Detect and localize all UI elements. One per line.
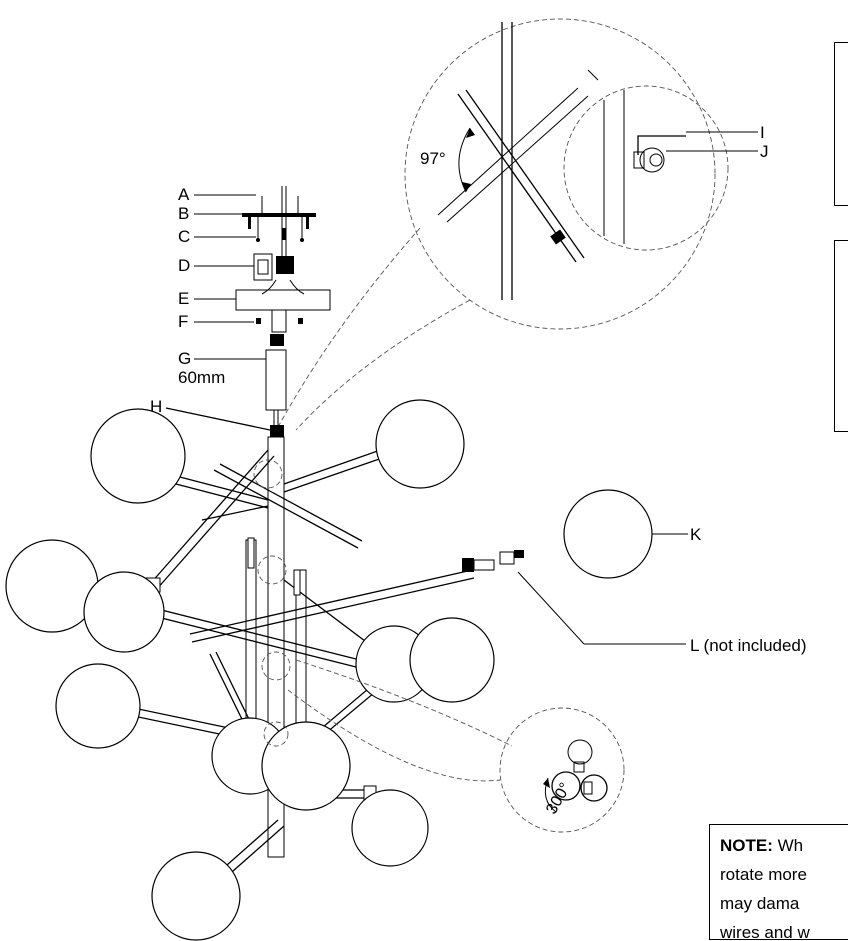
detail-angle-label: 97° <box>420 149 446 168</box>
callout-F: F <box>178 312 254 331</box>
note-line-2: rotate more <box>720 865 807 884</box>
callout-J: J <box>666 142 769 161</box>
label-D: D <box>178 256 190 275</box>
callout-G: G 60mm <box>178 349 266 387</box>
globe <box>261 721 351 811</box>
globe <box>351 789 429 867</box>
label-A: A <box>178 185 190 204</box>
callout-E: E <box>178 289 236 308</box>
label-J: J <box>760 142 769 161</box>
note-title: NOTE: <box>720 836 773 855</box>
note-line-1-text: Wh <box>777 836 804 855</box>
canopy-assembly <box>235 186 331 437</box>
note-line-1: NOTE: Wh <box>720 831 848 860</box>
globe <box>83 571 165 653</box>
globe-K <box>563 489 653 579</box>
label-B: B <box>178 204 189 223</box>
callout-A: A <box>178 185 256 204</box>
info-box-top <box>834 42 848 206</box>
note-line-3: may dama <box>720 894 800 913</box>
detail-circle-top: 97° <box>404 18 729 330</box>
label-F: F <box>178 312 188 331</box>
label-G: G <box>178 349 191 368</box>
callout-B: B <box>178 204 242 223</box>
globe <box>151 851 241 941</box>
label-E: E <box>178 289 189 308</box>
globes <box>5 399 495 941</box>
callout-D: D <box>178 256 254 275</box>
globe <box>409 617 495 703</box>
label-C: C <box>178 227 190 246</box>
info-box-middle <box>834 240 848 432</box>
arm-detail-K-L: K L (not included) <box>462 489 807 655</box>
label-I: I <box>760 123 765 142</box>
label-K: K <box>690 525 702 544</box>
globe <box>90 408 186 504</box>
label-L: L (not included) <box>690 636 807 655</box>
note-line-4: wires and w <box>720 923 810 940</box>
globe <box>55 663 141 749</box>
globe <box>375 399 465 489</box>
callout-C: C <box>178 227 256 246</box>
label-G-size: 60mm <box>178 368 225 387</box>
note-box: NOTE: Wh rotate more may dama wires and … <box>709 824 848 940</box>
callout-I: I <box>686 123 765 142</box>
